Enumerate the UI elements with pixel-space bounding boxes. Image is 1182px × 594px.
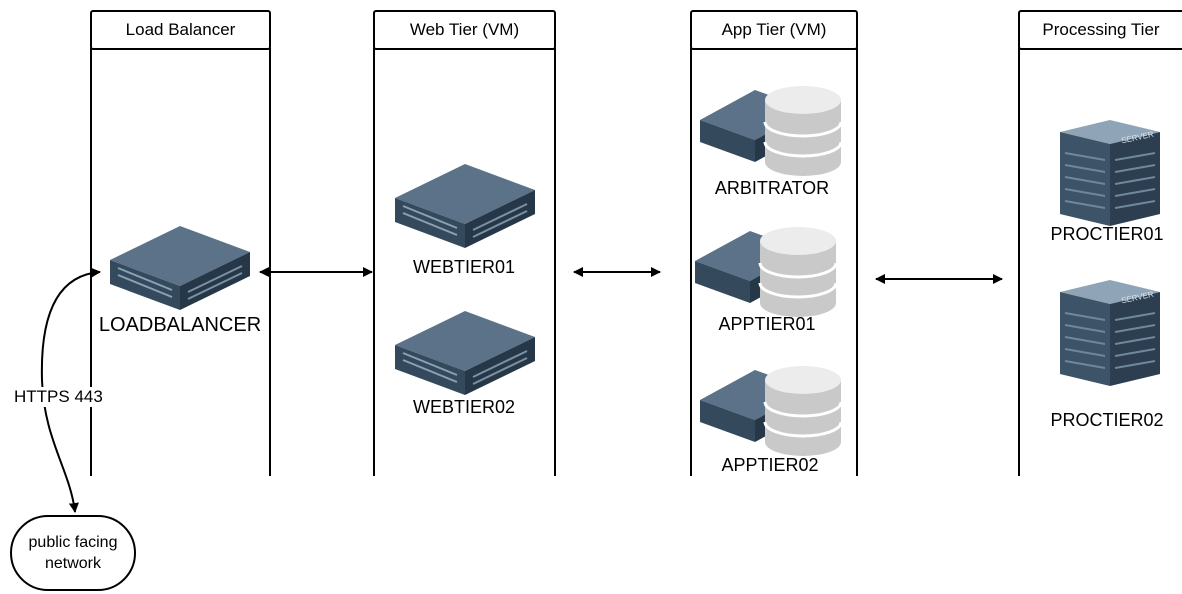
lane-divider xyxy=(1018,48,1020,476)
node-label-proctier01: PROCTIER01 xyxy=(1050,224,1164,244)
tower-server-icon: SERVER xyxy=(1060,120,1160,226)
node-label-arbitrator: ARBITRATOR xyxy=(714,178,830,198)
lane-divider xyxy=(554,48,556,476)
lane-divider xyxy=(690,48,692,476)
database-server-icon xyxy=(700,86,843,176)
database-server-icon xyxy=(700,366,843,456)
node-label-webtier01: WEBTIER01 xyxy=(412,257,516,277)
lane-header-web-tier: Web Tier (VM) xyxy=(373,10,556,50)
lane-divider xyxy=(856,48,858,476)
public-network-node: public facing network xyxy=(10,515,136,591)
node-label-webtier02: WEBTIER02 xyxy=(412,397,516,417)
lane-divider xyxy=(269,48,271,476)
arrow-https-curve xyxy=(40,267,101,513)
lane-divider xyxy=(90,48,92,476)
database-server-icon xyxy=(695,227,838,317)
lane-title: Processing Tier xyxy=(1042,20,1160,39)
node-label-apptier02: APPTIER02 xyxy=(721,455,819,475)
lane-header-processing-tier: Processing Tier xyxy=(1018,10,1182,50)
lane-divider xyxy=(373,48,375,476)
tower-server-icon: SERVER xyxy=(1060,280,1160,386)
lane-title: Web Tier (VM) xyxy=(409,20,520,39)
lane-header-load-balancer: Load Balancer xyxy=(90,10,271,50)
lane-title: App Tier (VM) xyxy=(721,20,827,39)
lane-header-app-tier: App Tier (VM) xyxy=(690,10,858,50)
rack-server-icon xyxy=(395,311,535,395)
node-label-loadbalancer: LOADBALANCER xyxy=(98,314,262,336)
node-label-apptier01: APPTIER01 xyxy=(718,314,816,334)
rack-server-icon xyxy=(110,226,250,310)
public-network-line1: public facing xyxy=(28,534,118,551)
lane-title: Load Balancer xyxy=(125,20,236,39)
node-label-proctier02: PROCTIER02 xyxy=(1050,410,1164,430)
rack-server-icon xyxy=(395,164,535,248)
public-network-line2: network xyxy=(44,555,101,572)
https-edge-label: HTTPS 443 xyxy=(12,387,105,407)
